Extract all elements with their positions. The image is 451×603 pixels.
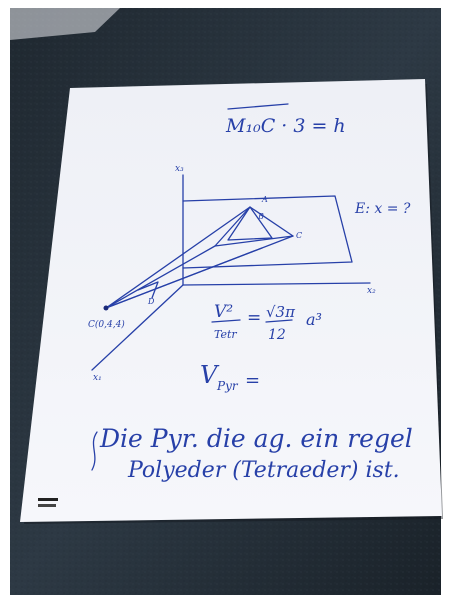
ratio-eq: =: [247, 308, 261, 328]
printed-mark-2: [38, 504, 56, 507]
ray-2: [105, 245, 216, 309]
axis-label-bottom: x₁: [93, 373, 102, 383]
printed-mark-1: [38, 498, 58, 501]
axis-x1: [91, 284, 184, 371]
label-d: D: [147, 297, 155, 306]
ratio-exp: a³: [306, 310, 322, 329]
point-label: C(0,4,4): [88, 319, 125, 330]
ratio-left: V²: [214, 302, 233, 322]
fraction-bar-left: [211, 319, 241, 323]
ink-drawing: [91, 103, 371, 471]
sentence-line-2: Polyeder (Tetraeder) ist.: [127, 458, 400, 483]
top-formula: M₁₀C · 3 = h: [225, 115, 346, 137]
volume-eq: =: [245, 370, 260, 391]
paper-sheet: [20, 79, 442, 522]
formula-overline: [227, 103, 289, 110]
ray-1: [105, 206, 251, 309]
label-c: C: [296, 231, 302, 240]
ratio-right: √3π: [266, 303, 296, 321]
ratio-right-den: 12: [268, 327, 286, 343]
ray-4: [105, 247, 263, 309]
label-a: A: [261, 195, 268, 204]
sentence-line-1: Die Pyr. die ag. ein regel: [99, 424, 413, 453]
axis-label-top: x₃: [175, 164, 184, 174]
label-b: B: [257, 212, 264, 221]
fraction-bar-right: [265, 319, 293, 323]
ratio-left-den: Tetr: [214, 328, 237, 341]
axis-label-right: x₂: [367, 286, 376, 296]
blurred-object: [10, 8, 120, 40]
right-formula: E: x = ?: [354, 201, 411, 217]
plane-outline: [182, 195, 353, 269]
volume-label: V: [200, 361, 220, 389]
inner-triangle: [227, 206, 273, 241]
triangle: [214, 206, 294, 247]
axis-x2: [182, 282, 371, 286]
volume-sub: Pyr: [216, 379, 239, 393]
point-marker: [103, 305, 109, 311]
small-triangle: [137, 281, 159, 299]
brace: [91, 431, 98, 471]
handwritten-text: M₁₀C · 3 = h E: x = ? V² Tetr = √3π 12 a…: [88, 115, 413, 483]
